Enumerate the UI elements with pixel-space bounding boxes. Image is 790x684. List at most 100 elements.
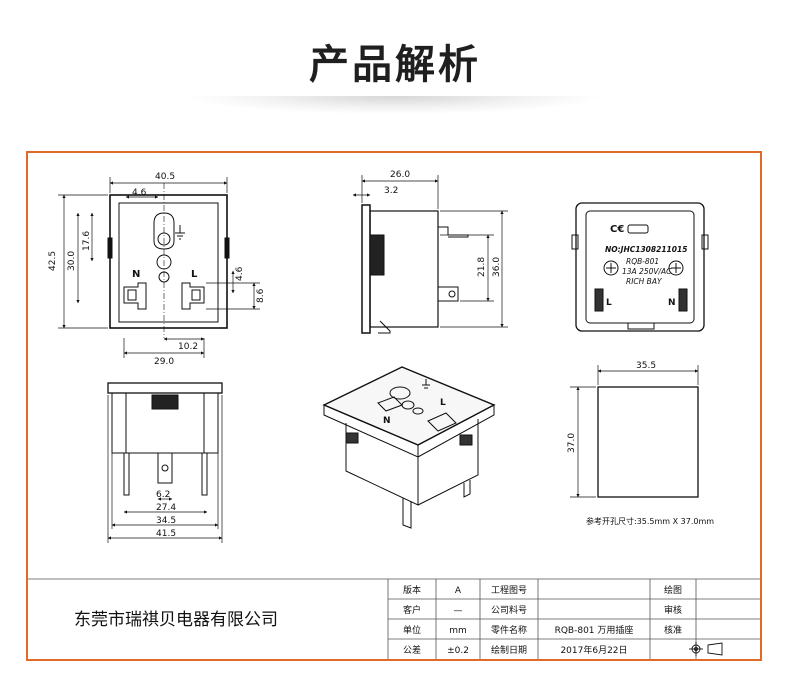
cutout-rect <box>597 386 699 498</box>
side-latch <box>369 234 385 276</box>
projection-symbol-icon <box>689 642 723 656</box>
title-block-cell-v2: RQB-801 万用插座 <box>555 624 634 636</box>
back-latch-right <box>701 234 709 250</box>
iso-latch-right <box>459 434 473 446</box>
earth-symbol-icon <box>175 225 185 240</box>
bottom-pin-left <box>123 452 130 496</box>
screw-right-icon <box>671 263 681 273</box>
back-bottom-tab <box>627 322 655 330</box>
technical-drawing: N L 40.5 4.6 42.5 30.0 17.6 4.6 8.6 29.0… <box>28 170 760 659</box>
back-label-n: N <box>668 298 676 308</box>
iso-label-n: N <box>383 416 391 426</box>
iso-label-l: L <box>440 398 446 408</box>
back-screw-left <box>603 260 619 276</box>
side-terminal <box>437 286 459 302</box>
cutout-note: 参考开孔尺寸:35.5mm X 37.0mm <box>586 516 714 526</box>
title-block-cell-k2: 绘制日期 <box>491 644 527 656</box>
back-cert-mark: C€ <box>610 224 624 235</box>
side-dim-height: 36.0 <box>492 257 502 277</box>
side-view <box>361 204 469 334</box>
bottom-dim-inner: 27.4 <box>156 503 176 513</box>
front-slot-n-inner <box>127 289 137 301</box>
title-block-cell-v2: 2017年6月22日 <box>560 644 627 656</box>
cutout-dim-height: 37.0 <box>567 433 577 453</box>
back-terminal-l <box>594 288 604 312</box>
side-flange <box>361 204 371 334</box>
title-block-cell-k1: 公差 <box>403 644 421 656</box>
title-block-cell-k1: 客户 <box>403 604 421 616</box>
back-terminal-n <box>678 288 688 312</box>
back-view <box>571 202 709 332</box>
title-block-cell-v1: ±0.2 <box>447 646 469 656</box>
bottom-latch <box>151 394 179 410</box>
back-latch-left <box>571 234 579 250</box>
front-dim-pin-offset: 4.6 <box>132 188 147 198</box>
front-view <box>107 183 230 338</box>
page-title: 产品解析 <box>309 42 481 88</box>
bottom-pin-center <box>157 452 173 484</box>
title-block-cell-k2: 零件名称 <box>491 624 527 636</box>
drawing-sheet: N L 40.5 4.6 42.5 30.0 17.6 4.6 8.6 29.0… <box>26 151 762 661</box>
bottom-dim-flange: 41.5 <box>156 529 176 539</box>
front-dim-width-bottom: 29.0 <box>154 357 174 367</box>
back-label-rating: 13A 250V/AC <box>622 267 672 276</box>
iso-view <box>322 366 496 529</box>
front-label-n: N <box>132 269 140 280</box>
iso-latch-left <box>345 432 359 444</box>
title-block-cell-v1: mm <box>449 626 467 636</box>
back-label-model: RQB-801 <box>626 257 659 266</box>
front-dim-width-top: 40.5 <box>155 172 175 182</box>
iso-body-right <box>417 419 479 506</box>
bottom-view <box>107 382 223 496</box>
front-dim-height-outer: 42.5 <box>48 251 58 271</box>
front-slot-l <box>181 282 205 310</box>
iso-slot-n <box>377 396 403 412</box>
side-dim-depth: 26.0 <box>390 170 410 180</box>
front-slot-n <box>123 282 147 310</box>
front-earth-hole <box>153 212 175 250</box>
side-clip <box>378 320 391 334</box>
title-block-cell-k1: 单位 <box>403 624 421 636</box>
title-block-cell-k3: 审核 <box>664 604 682 616</box>
front-latch-right <box>224 237 230 259</box>
front-dimensions <box>58 177 260 358</box>
front-label-l: L <box>191 269 198 280</box>
iso-earth-hole <box>389 386 411 400</box>
title-block-cell-k1: 版本 <box>403 584 421 596</box>
side-terminal-hole <box>448 290 456 298</box>
iso-body-left <box>345 423 419 506</box>
back-label-brand: RICH BAY <box>626 277 663 286</box>
back-label-no: NO:JHC1308211015 <box>605 245 687 254</box>
company-name: 东莞市瑞祺贝电器有限公司 <box>74 610 278 630</box>
front-inner-frame <box>118 202 219 323</box>
bottom-flange <box>107 382 223 394</box>
title-block-cell-k2: 公司料号 <box>491 604 527 616</box>
iso-earth-symbol-icon <box>422 379 430 389</box>
title-block-cell-v1: — <box>454 606 463 616</box>
screw-left-icon <box>606 263 616 273</box>
iso-round-hole-2 <box>412 407 424 415</box>
front-dim-height-inner: 30.0 <box>67 251 77 271</box>
bottom-dim-pin-spacing: 6.2 <box>156 490 170 500</box>
bottom-pin-hole <box>161 464 169 472</box>
front-dim-height-upper: 17.6 <box>82 231 92 251</box>
bottom-pin-right <box>201 452 208 496</box>
title-shadow <box>190 96 600 114</box>
title-block-cell-k3: 核准 <box>664 624 682 636</box>
front-latch-left <box>107 237 113 259</box>
title-block-cell-k2: 工程图号 <box>491 585 527 596</box>
side-dim-terminal: 21.8 <box>477 257 487 277</box>
panel-cutout <box>570 365 699 498</box>
front-dim-pin-right: 4.6 <box>235 266 245 281</box>
iso-slot-l <box>427 412 457 432</box>
bottom-dimensions <box>107 395 223 543</box>
title-block <box>28 578 760 659</box>
back-label-l: L <box>606 298 612 308</box>
cutout-dim-width: 35.5 <box>636 361 656 371</box>
iso-right-flange <box>417 404 495 458</box>
front-dim-slot-spacing: 10.2 <box>178 342 198 352</box>
side-wire-pin <box>438 226 469 238</box>
bottom-dim-body: 34.5 <box>156 516 176 526</box>
iso-pin-front <box>402 498 412 529</box>
